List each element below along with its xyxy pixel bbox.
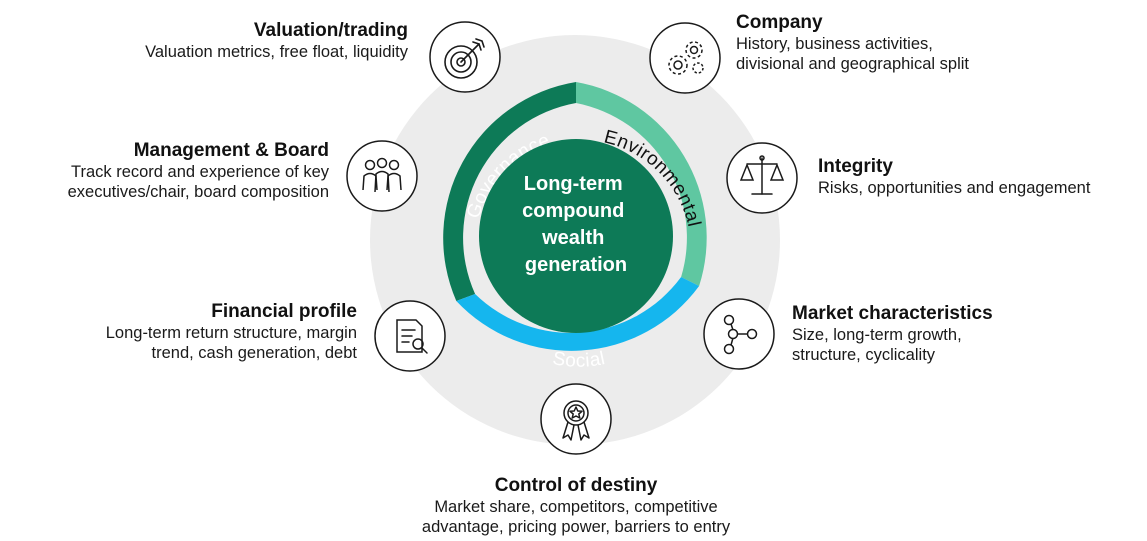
integrity-label: Integrity Risks, opportunities and engag… <box>818 155 1147 198</box>
company-label: Company History, business activities, di… <box>736 11 1116 74</box>
company-icon-circle <box>649 22 721 94</box>
financial-desc: Long-term return structure, margin trend… <box>105 324 357 362</box>
management-title: Management & Board <box>133 140 329 161</box>
management-label: Management & Board Track record and expe… <box>0 139 329 202</box>
valuation-desc: Valuation metrics, free float, liquidity <box>145 43 408 61</box>
environmental-segment <box>576 82 707 286</box>
award-icon <box>562 400 590 441</box>
destiny-label: Control of destiny Market share, competi… <box>326 474 826 537</box>
people-icon <box>362 157 402 193</box>
management-desc: Track record and experience of key execu… <box>67 163 329 201</box>
governance-segment <box>443 82 576 301</box>
company-desc: History, business activities, divisional… <box>736 35 969 73</box>
financial-title: Financial profile <box>211 301 357 322</box>
social-label: Social <box>551 348 607 372</box>
center-title: Long-term compound wealth generation <box>522 173 630 276</box>
management-icon-circle <box>346 140 418 212</box>
scales-icon <box>739 155 785 195</box>
market-label: Market characteristics Size, long-term g… <box>792 302 1142 365</box>
center-disc <box>479 139 673 333</box>
social-segment <box>456 277 700 351</box>
integrity-title: Integrity <box>818 156 893 177</box>
financial-label: Financial profile Long-term return struc… <box>0 300 357 363</box>
market-title: Market characteristics <box>792 303 993 324</box>
network-icon <box>723 314 758 355</box>
integrity-desc: Risks, opportunities and engagement <box>818 179 1091 197</box>
document-search-icon <box>396 319 428 354</box>
target-icon <box>444 38 485 79</box>
gears-icon <box>668 41 704 75</box>
destiny-title: Control of destiny <box>494 475 658 496</box>
valuation-label: Valuation/trading Valuation metrics, fre… <box>28 19 408 62</box>
company-title: Company <box>736 12 823 33</box>
market-desc: Size, long-term growth, structure, cycli… <box>792 326 962 364</box>
destiny-icon-circle <box>540 383 612 455</box>
valuation-title: Valuation/trading <box>253 20 408 41</box>
destiny-desc: Market share, competitors, competitive a… <box>421 498 731 536</box>
